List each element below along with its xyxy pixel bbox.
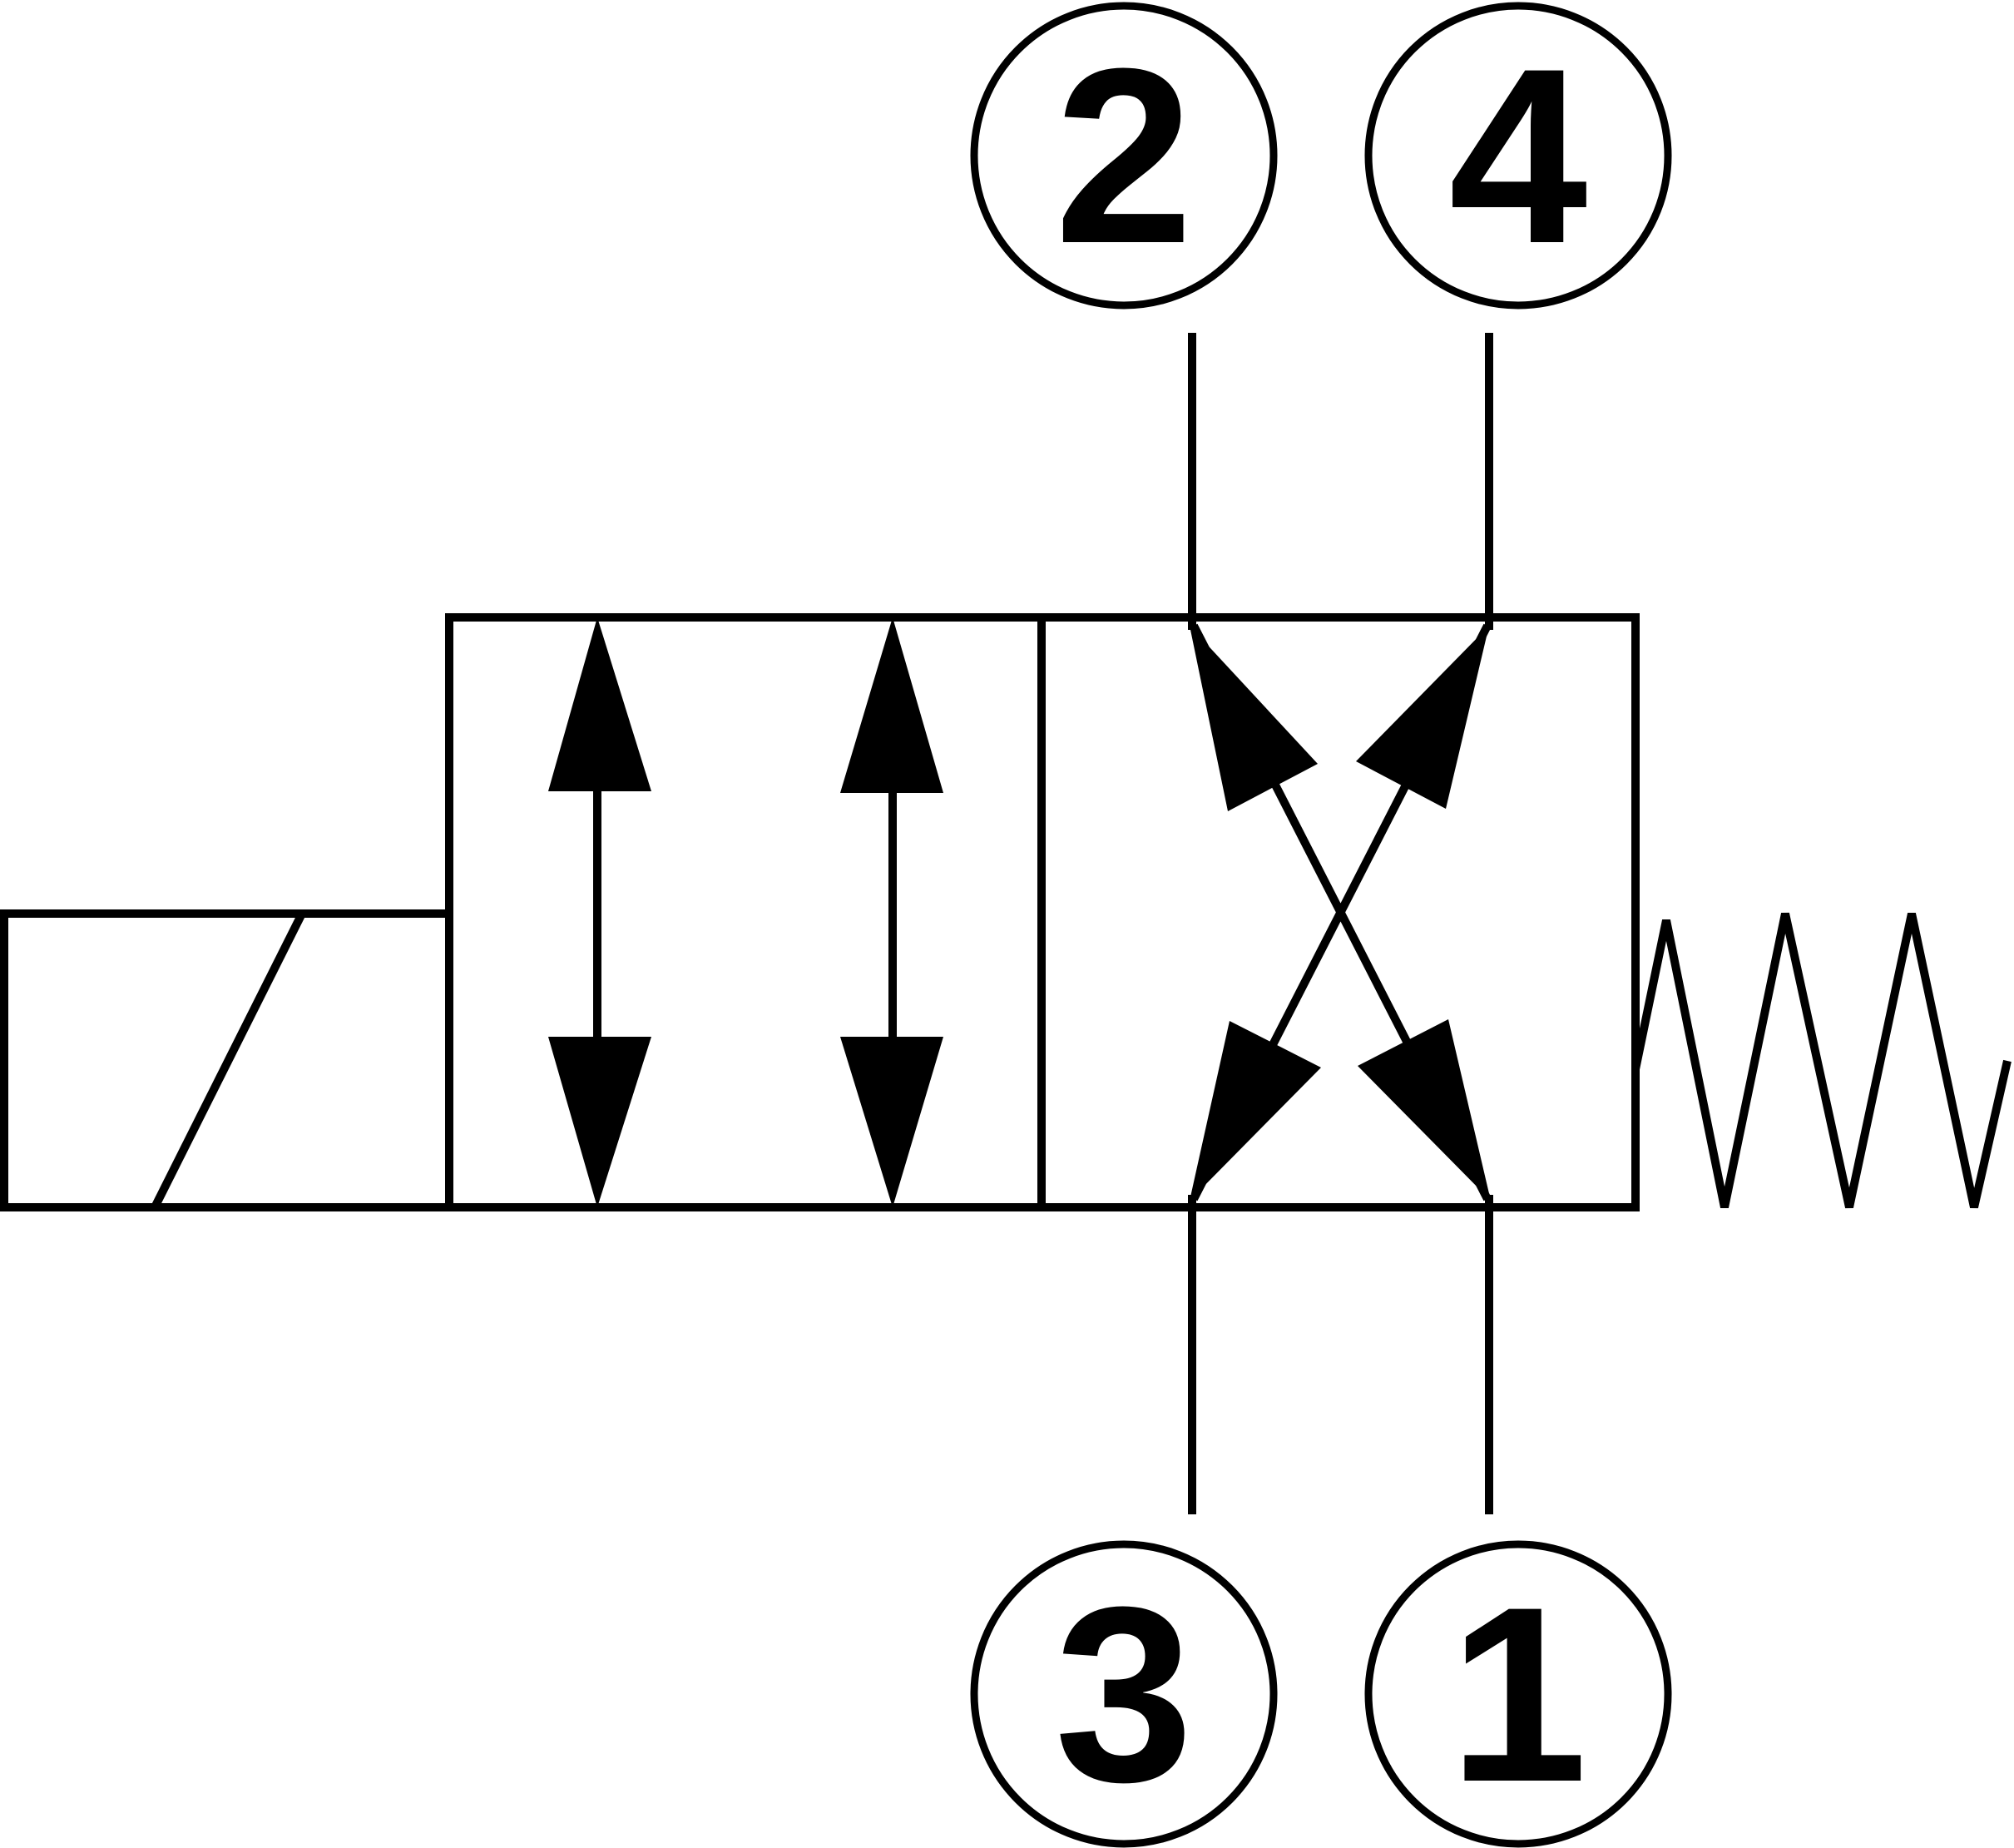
port-1-marker: 1 [1364,1540,1672,1848]
solenoid-actuator [0,909,453,1211]
port-3-label: 3 [1055,1554,1194,1834]
port-2-label: 2 [1055,16,1194,295]
port-2-marker: 2 [970,2,1278,310]
port-3-marker: 3 [970,1540,1278,1848]
arrowhead [1358,1019,1491,1201]
valve-position-parallel [445,613,1046,1211]
port-4-label: 4 [1449,16,1590,295]
return-spring [1631,912,2012,1209]
arrowhead [1356,626,1489,809]
arrowhead [1190,626,1318,811]
bidirectional-flow-arrow [548,617,651,1207]
valve-position-crossed [1037,333,1640,1514]
bidirectional-flow-arrow [840,617,943,1207]
arrowhead [1190,1021,1321,1201]
port-4-marker: 4 [1364,2,1672,310]
port-1-label: 1 [1449,1554,1588,1834]
